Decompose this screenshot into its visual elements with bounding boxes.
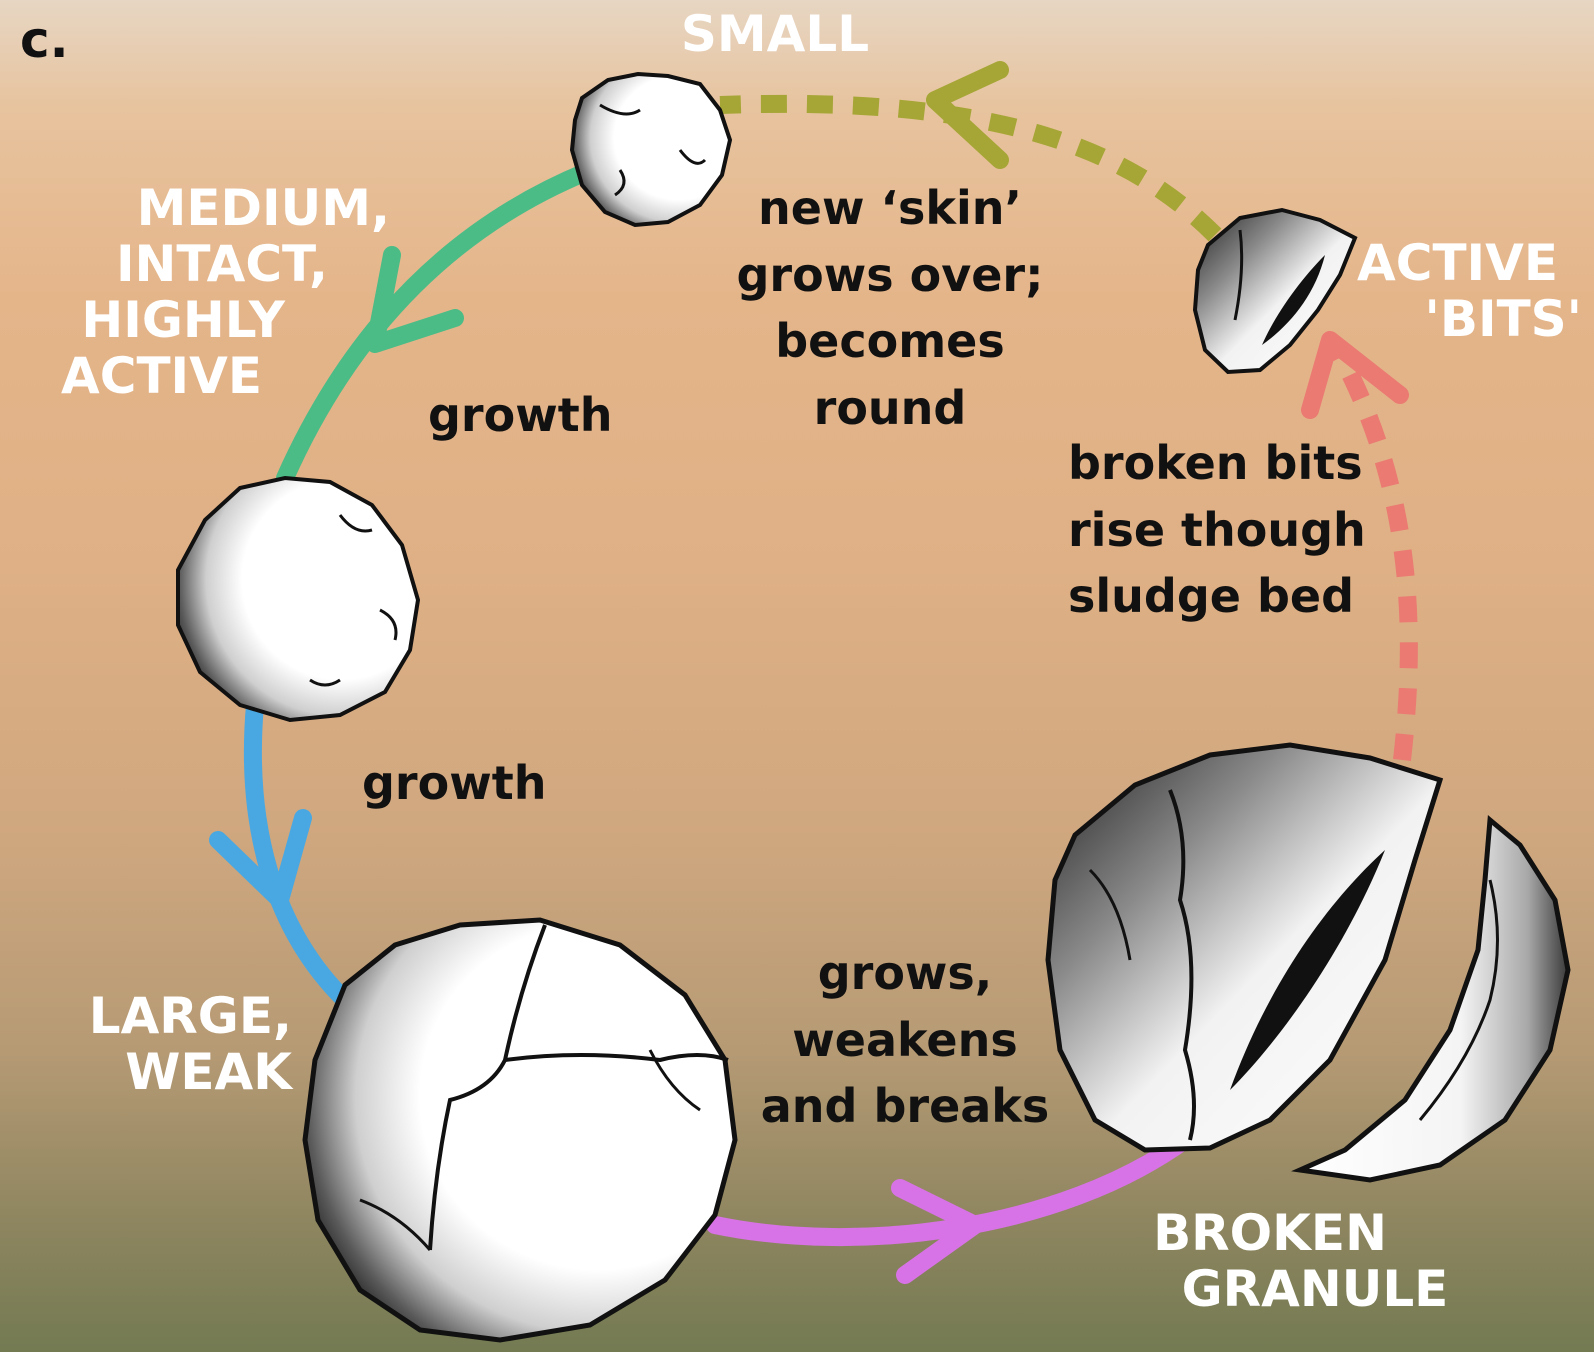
large-granule <box>305 920 735 1340</box>
transition-label-rise-line-1: broken bits <box>1068 430 1366 497</box>
broken-granule <box>1048 745 1568 1180</box>
small-granule <box>572 74 730 225</box>
stage-label-medium-line-3: HIGHLY <box>40 292 285 348</box>
transition-label-breaks: grows, weakens and breaks <box>750 940 1060 1140</box>
transition-label-new-skin-line-3: becomes <box>725 308 1055 375</box>
transition-label-new-skin: new ‘skin’ grows over; becomes round <box>725 175 1055 442</box>
stage-label-medium-line-4: ACTIVE <box>40 348 262 404</box>
transition-label-breaks-line-2: weakens <box>750 1007 1060 1074</box>
stage-label-active-bits: ACTIVE 'BITS' <box>1350 235 1582 347</box>
breaks-arrow-magenta <box>715 1140 1185 1275</box>
growth-arrow-blue <box>218 705 350 1005</box>
stage-label-medium-line-2: INTACT, <box>40 236 328 292</box>
stage-label-broken-line-1: BROKEN <box>1150 1205 1390 1261</box>
stage-label-medium-line-1: MEDIUM, <box>40 180 390 236</box>
transition-label-breaks-line-3: and breaks <box>750 1073 1060 1140</box>
transition-label-breaks-line-1: grows, <box>750 940 1060 1007</box>
stage-label-large-line-2: WEAK <box>80 1044 292 1100</box>
stage-label-active-bits-line-1: ACTIVE <box>1350 235 1558 291</box>
transition-label-growth-1: growth <box>428 390 612 442</box>
stage-label-large-line-1: LARGE, <box>80 988 292 1044</box>
transition-label-rise-line-3: sludge bed <box>1068 563 1366 630</box>
transition-label-new-skin-line-1: new ‘skin’ <box>725 175 1055 242</box>
transition-label-rise-line-2: rise though <box>1068 497 1366 564</box>
stage-label-large: LARGE, WEAK <box>80 988 292 1100</box>
transition-label-new-skin-line-4: round <box>725 375 1055 442</box>
stage-label-active-bits-line-2: 'BITS' <box>1350 291 1582 347</box>
medium-granule <box>178 478 418 720</box>
transition-label-new-skin-line-2: grows over; <box>725 242 1055 309</box>
transition-label-growth-2: growth <box>362 758 546 810</box>
panel-label: c. <box>20 12 69 68</box>
transition-label-rise: broken bits rise though sludge bed <box>1068 430 1366 630</box>
stage-label-broken: BROKEN GRANULE <box>1150 1205 1480 1317</box>
stage-label-small: SMALL <box>665 6 885 62</box>
stage-label-broken-line-2: GRANULE <box>1150 1261 1480 1317</box>
stage-label-medium: MEDIUM, INTACT, HIGHLY ACTIVE <box>40 180 390 404</box>
